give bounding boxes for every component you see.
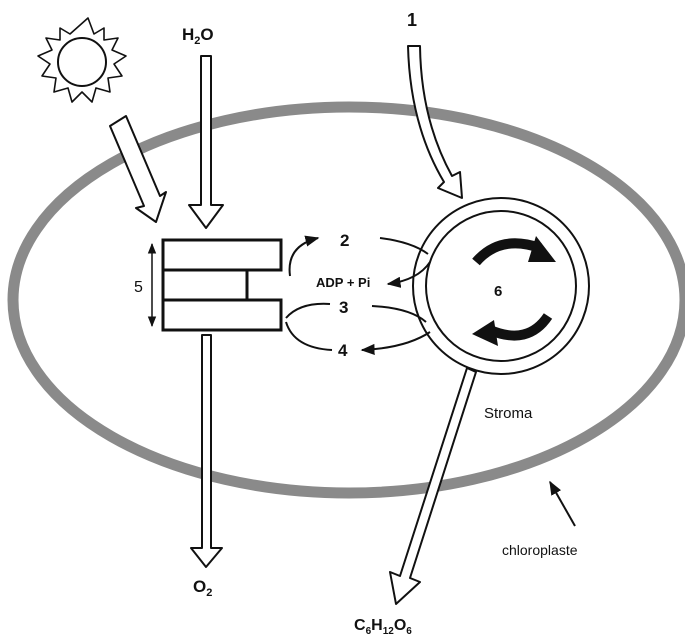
adp-label: ADP + Pi — [316, 275, 370, 290]
sunlight-arrow — [109, 115, 167, 223]
label-2: 2 — [340, 231, 349, 250]
cycle-arrowhead-bottom — [472, 320, 498, 346]
calvin-cycle — [412, 197, 590, 375]
water-label: H2O — [182, 25, 214, 47]
label-4: 4 — [338, 341, 348, 360]
oxygen-arrow — [190, 334, 223, 568]
label-6: 6 — [494, 283, 502, 300]
arrow-1 — [407, 45, 463, 199]
label-5: 5 — [134, 279, 143, 296]
glucose-arrow — [389, 367, 477, 605]
thylakoid-stack — [161, 238, 283, 332]
oxygen-label: O2 — [193, 577, 212, 599]
stroma-label: Stroma — [484, 405, 533, 422]
chloroplast-pointer — [549, 480, 576, 527]
glucose-label: C6H12O6 — [354, 617, 412, 637]
cycle-arrow-bottom — [488, 313, 553, 341]
cycle-arrowhead-top — [528, 236, 556, 262]
cycle-arrow-top — [472, 238, 542, 266]
chloroplast-label: chloroplaste — [502, 542, 578, 558]
sun-icon — [37, 17, 127, 103]
label-1: 1 — [407, 10, 417, 30]
label-3: 3 — [339, 298, 348, 317]
chloroplast-membrane — [7, 101, 685, 499]
reaction-arrows — [285, 235, 431, 356]
water-arrow — [188, 55, 224, 229]
